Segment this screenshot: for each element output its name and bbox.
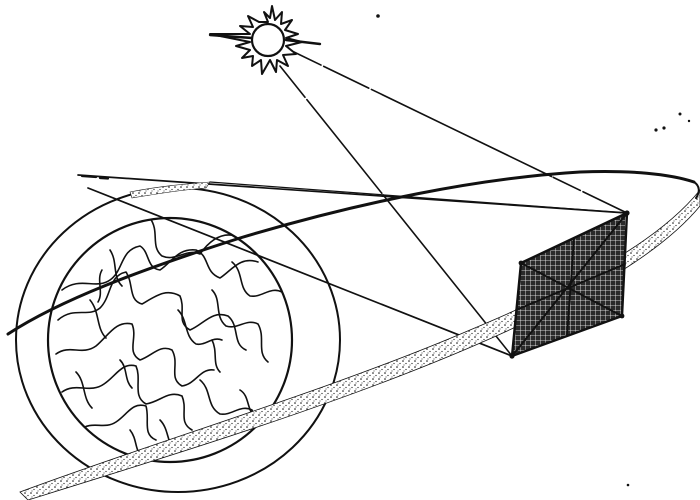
star	[679, 113, 682, 116]
star	[654, 128, 657, 131]
star	[627, 484, 630, 487]
star	[688, 120, 690, 122]
star	[662, 126, 665, 129]
star	[376, 14, 380, 18]
solar-panel-array	[509, 210, 629, 358]
sun-icon	[210, 6, 320, 74]
